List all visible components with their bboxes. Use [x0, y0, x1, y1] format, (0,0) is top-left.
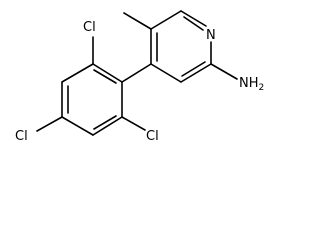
ring-nitrogen-label: N: [206, 28, 216, 43]
bond-a1-a2-inner: [93, 69, 117, 84]
bond-c2-c3-inner: [181, 61, 206, 77]
pyridine-ring: [150, 10, 212, 83]
bond-c6-n1: [180, 10, 207, 27]
amine-label: NH2: [239, 76, 264, 93]
bond-a4-a5: [61, 116, 94, 136]
bond-cl-bottom: [121, 116, 146, 131]
bond-biaryl: [121, 63, 152, 83]
trichlorophenyl-ring: [61, 63, 123, 136]
bond-a2-a3: [61, 63, 94, 83]
bond-a5-a6: [92, 116, 123, 136]
bond-c6-n1-inner: [183, 16, 204, 31]
chemical-structure: N NH2 Cl Cl Cl: [15, 10, 264, 144]
bond-c2-c3: [180, 63, 212, 83]
bond-c3-c4: [150, 63, 182, 83]
bond-a1-a2: [92, 63, 123, 83]
chlorine-bottom-label: Cl: [146, 129, 159, 144]
bond-amine: [210, 63, 238, 80]
bond-cl-left: [36, 116, 63, 132]
bond-methyl: [123, 12, 152, 30]
bond-c5-c6: [150, 10, 182, 30]
chlorine-left-label: Cl: [15, 129, 28, 144]
chlorine-top-label: Cl: [83, 20, 96, 35]
bond-a5-a6-inner: [93, 115, 117, 130]
